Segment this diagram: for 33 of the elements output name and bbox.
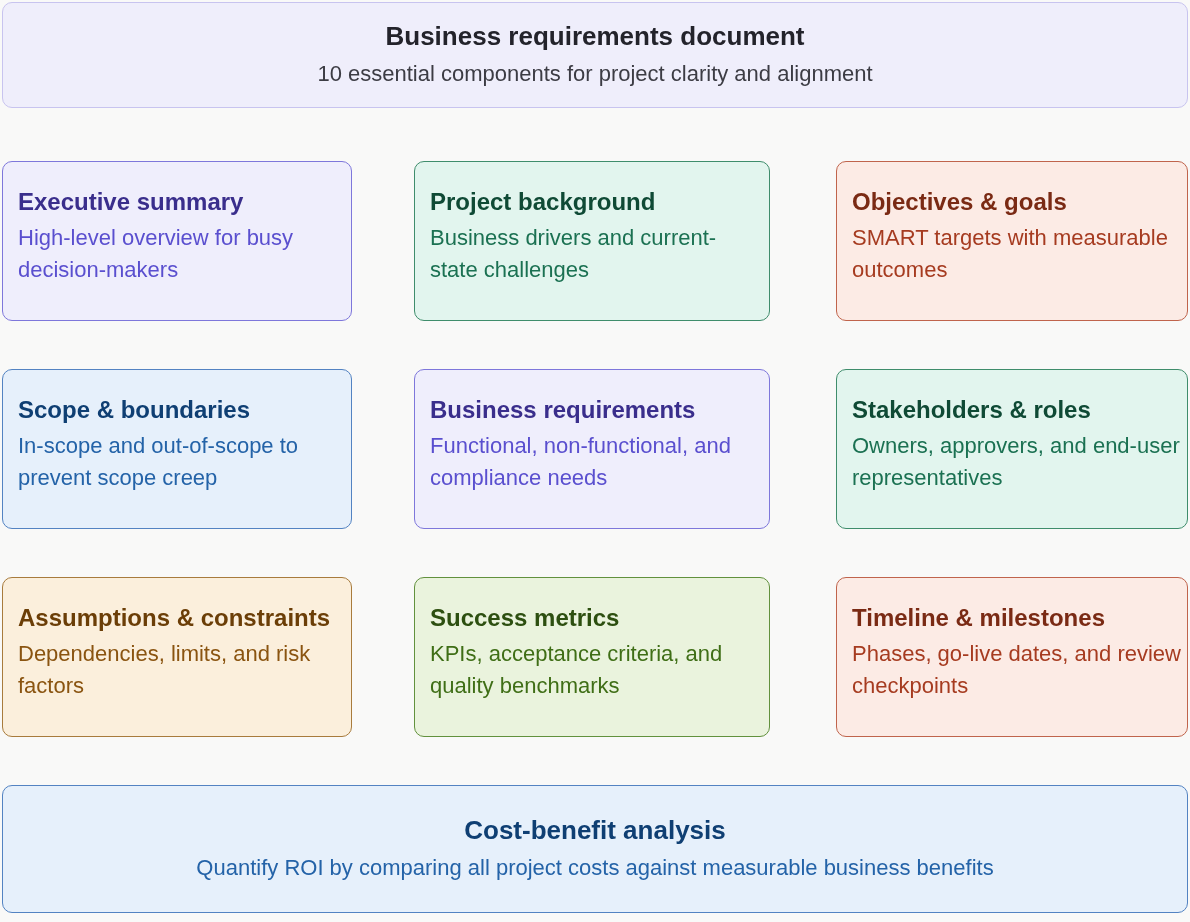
component-card xyxy=(414,369,770,529)
card-description: Functional, non-functional, and compliance needs xyxy=(430,432,732,492)
card-description: Dependencies, limits, and risk factors xyxy=(18,640,312,700)
banner-subtitle: Quantify ROI by comparing all project costs against measurable business benefits xyxy=(196,854,994,882)
component-card xyxy=(836,161,1188,321)
card-title: Project background xyxy=(430,187,656,217)
card-description: KPIs, acceptance criteria, and quality benchmarks xyxy=(430,640,724,700)
card-title: Executive summary xyxy=(18,187,244,217)
banner-title: Cost-benefit analysis xyxy=(464,814,726,846)
component-card xyxy=(836,577,1188,737)
component-card xyxy=(414,577,770,737)
card-description: Phases, go-live dates, and review checkpoints xyxy=(852,640,1181,700)
component-card xyxy=(414,161,770,321)
header-banner xyxy=(2,2,1188,108)
component-card xyxy=(2,369,352,529)
summary-banner xyxy=(2,785,1188,913)
card-title: Scope & boundaries xyxy=(18,395,251,425)
card-title: Timeline & milestones xyxy=(852,603,1105,633)
card-description: High-level overview for busy decision-makers xyxy=(18,224,295,284)
card-title: Objectives & goals xyxy=(852,187,1067,217)
card-description: SMART targets with measurable outcomes xyxy=(852,224,1169,284)
component-card xyxy=(2,577,352,737)
card-title: Assumptions & constraints xyxy=(18,603,331,633)
card-description: Owners, approvers, and end-user representatives xyxy=(852,432,1181,492)
card-description: In-scope and out-of-scope to prevent scope creep xyxy=(18,432,300,492)
card-title: Stakeholders & roles xyxy=(852,395,1091,425)
card-description: Business drivers and current-state challenges xyxy=(430,224,718,284)
banner-subtitle: 10 essential components for project clarity and alignment xyxy=(317,60,873,88)
card-title: Success metrics xyxy=(430,603,620,633)
component-card xyxy=(836,369,1188,529)
component-card xyxy=(2,161,352,321)
banner-title: Business requirements document xyxy=(385,20,805,52)
card-title: Business requirements xyxy=(430,395,696,425)
